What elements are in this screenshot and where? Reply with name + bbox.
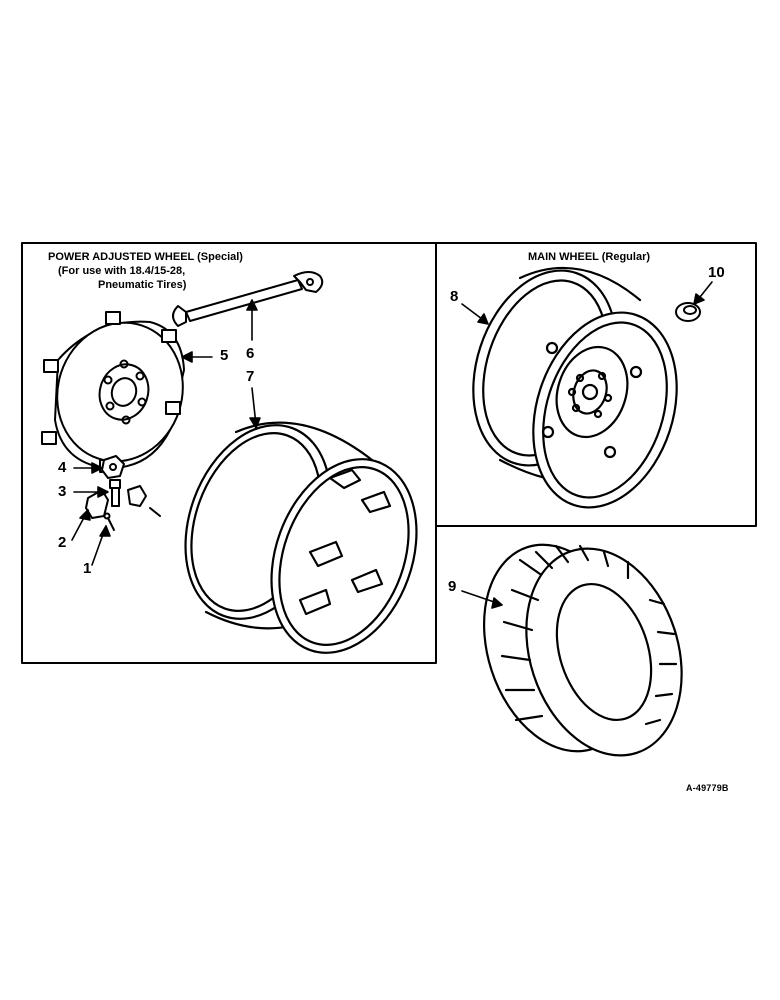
drawing-reference-number: A-49779B — [686, 783, 729, 793]
callout-9: 9 — [448, 578, 457, 595]
callout-10: 10 — [708, 264, 725, 281]
callout-2: 2 — [58, 534, 67, 551]
callout-4: 4 — [58, 459, 67, 476]
nut-part — [101, 455, 125, 479]
tire-part — [482, 543, 683, 757]
callout-leaders — [71, 281, 713, 609]
bolt-part — [109, 479, 121, 507]
callout-5: 5 — [220, 347, 229, 364]
wrench-part — [172, 271, 324, 327]
hub-disc-part — [41, 311, 185, 473]
right-panel-frame — [435, 242, 757, 527]
callout-1: 1 — [83, 560, 92, 577]
clamp-part — [85, 485, 161, 519]
left-panel-title: POWER ADJUSTED WHEEL (Special) — [48, 251, 243, 263]
right-panel-title: MAIN WHEEL (Regular) — [528, 251, 651, 263]
callout-3: 3 — [58, 483, 67, 500]
cap-part — [675, 302, 701, 322]
callout-7: 7 — [246, 368, 255, 385]
callout-6: 6 — [246, 345, 255, 362]
pin-part — [103, 512, 115, 531]
left-panel-subtitle: (For use with 18.4/15-28, — [58, 265, 186, 277]
main-wheel-part — [472, 266, 678, 509]
left-panel-subtitle-2: Pneumatic Tires) — [98, 279, 187, 291]
callout-8: 8 — [450, 288, 459, 305]
rim-part — [184, 421, 418, 654]
